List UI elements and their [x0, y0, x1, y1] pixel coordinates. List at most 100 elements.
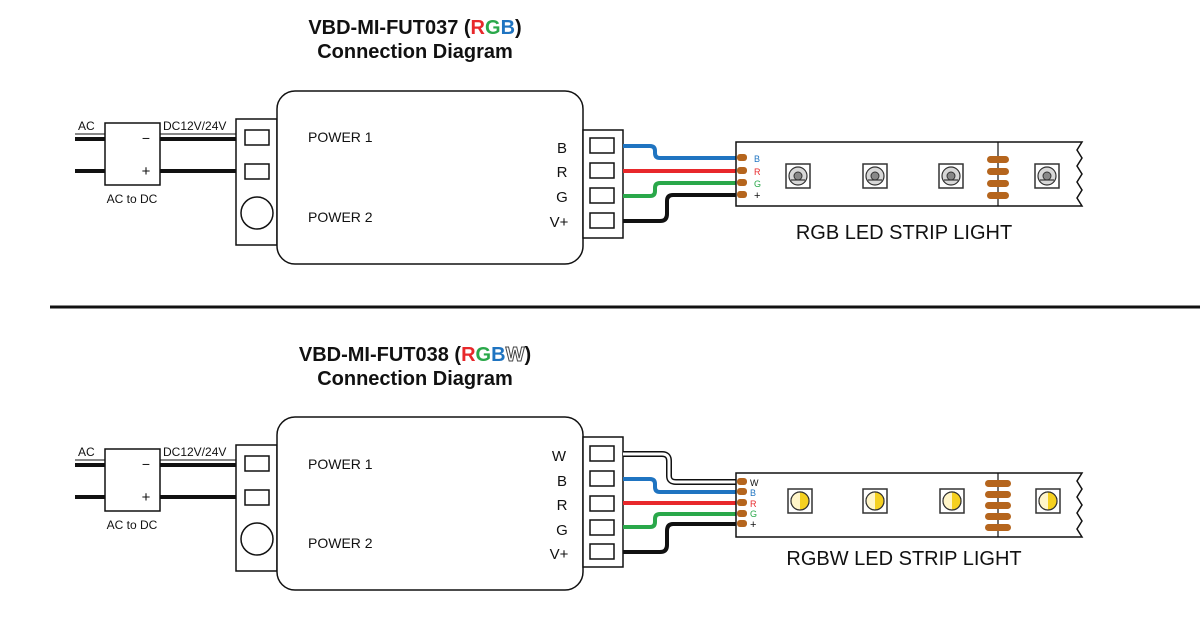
strip-pad-g: [737, 179, 747, 186]
strip-pin-r: R: [750, 499, 757, 509]
letter-w: W: [505, 344, 525, 367]
ac-label: AC: [78, 119, 95, 133]
letter-r: R: [470, 17, 485, 39]
strip-pad-w: [737, 478, 747, 485]
wire-black: [623, 522, 738, 554]
led-chip: [862, 488, 888, 514]
plus-sign: +: [142, 489, 151, 506]
diagram-1-model: VBD-MI-FUT037: [308, 17, 459, 39]
output-terminal-r: [589, 162, 615, 179]
strip-pad-b: [737, 488, 747, 495]
power-terminal-2: [244, 489, 270, 506]
strip-pin-b: B: [750, 488, 756, 498]
controller-body: [276, 416, 584, 591]
strip-pin-g: G: [750, 509, 757, 519]
wire-green: [623, 181, 738, 198]
power2-label: POWER 2: [308, 209, 373, 225]
diagram-2-model: VBD-MI-FUT038: [298, 344, 449, 366]
output-terminal-w: [589, 445, 615, 462]
power2-label: POWER 2: [308, 535, 373, 551]
controller-body: [276, 90, 584, 265]
strip-pad-g: [737, 510, 747, 517]
terminal-label-w: W: [552, 448, 567, 465]
letter-g: G: [485, 17, 501, 39]
output-terminal-b: [589, 470, 615, 487]
cut-pad: [985, 502, 1011, 509]
diagram-2-subtitle: Connection Diagram: [317, 368, 513, 390]
strip-pad-plus: [737, 520, 747, 527]
letter-b: B: [500, 17, 516, 39]
terminal-label-b: B: [557, 473, 567, 490]
cut-pad: [987, 156, 1009, 163]
paren-close: ): [515, 17, 522, 39]
output-terminal-vplus: [589, 212, 615, 229]
diagram-1: AC − + AC to DC DC12V/24V POWER 1 POWER …: [75, 90, 1084, 265]
terminal-label-b: B: [557, 140, 567, 157]
terminal-label-g: G: [556, 189, 568, 206]
cut-pad: [985, 513, 1011, 520]
wire-white: [623, 451, 738, 485]
power-jack: [240, 196, 274, 230]
rgbw-strip-label: RGBW LED STRIP LIGHT: [786, 548, 1021, 570]
diagram-1-title: VBD-MI-FUT037 (RGB) Connection Diagram: [200, 16, 630, 64]
letter-r: R: [461, 344, 476, 366]
diagram-2: AC − + AC to DC DC12V/24V POWER 1 POWER …: [75, 416, 1084, 591]
terminal-label-g: G: [556, 522, 568, 539]
diagram-2-title-line1: VBD-MI-FUT038 (RGBW): [200, 343, 630, 367]
rgbw-led-strip: [735, 472, 1084, 538]
power-jack: [240, 522, 274, 556]
terminal-label-r: R: [557, 164, 568, 181]
strip-pad-b: [737, 154, 747, 161]
dc-label: DC12V/24V: [163, 445, 226, 459]
paren-open: (: [448, 344, 462, 366]
wire-blue: [623, 144, 738, 160]
cut-pad: [987, 180, 1009, 187]
led-chip: [938, 163, 964, 189]
cut-pad: [985, 480, 1011, 487]
terminal-label-vplus: V+: [550, 214, 569, 231]
paren-open: (: [458, 17, 471, 39]
strip-pin-r: R: [754, 167, 761, 177]
output-terminal-g: [589, 519, 615, 536]
paren-close: ): [524, 344, 532, 366]
strip-pad-r: [737, 499, 747, 506]
letter-b: B: [491, 344, 506, 366]
plus-sign: +: [142, 163, 151, 180]
strip-pad-r: [737, 167, 747, 174]
strip-pin-plus: +: [750, 519, 756, 531]
minus-sign: −: [142, 456, 150, 472]
power-terminal-2: [244, 163, 270, 180]
rgb-strip-label: RGB LED STRIP LIGHT: [796, 222, 1012, 244]
cut-pad: [987, 168, 1009, 175]
converter-label: AC to DC: [107, 518, 158, 532]
power1-label: POWER 1: [308, 456, 373, 472]
terminal-label-vplus: V+: [550, 546, 569, 563]
minus-sign: −: [142, 130, 150, 146]
cut-pad: [985, 491, 1011, 498]
terminal-label-r: R: [557, 497, 568, 514]
output-terminal-b: [589, 137, 615, 154]
output-terminal-vplus: [589, 543, 615, 560]
cut-pad: [985, 524, 1011, 531]
ac-dc-converter: [104, 122, 161, 186]
diagram-2-title: VBD-MI-FUT038 (RGBW) Connection Diagram: [200, 343, 630, 391]
strip-pin-g: G: [754, 179, 761, 189]
wire-black: [623, 193, 738, 223]
output-terminal-r: [589, 495, 615, 512]
strip-pin-b: B: [754, 154, 760, 164]
strip-pin-plus: +: [754, 190, 760, 202]
led-chip: [862, 163, 888, 189]
led-chip: [939, 488, 965, 514]
led-chip: [785, 163, 811, 189]
power1-label: POWER 1: [308, 129, 373, 145]
wire-blue: [623, 477, 738, 494]
converter-label: AC to DC: [107, 192, 158, 206]
diagram-1-title-line1: VBD-MI-FUT037 (RGB): [200, 16, 630, 40]
diagram-1-subtitle: Connection Diagram: [317, 41, 513, 63]
led-chip: [787, 488, 813, 514]
letter-g: G: [475, 344, 492, 366]
led-chip: [1034, 163, 1060, 189]
output-terminal-g: [589, 187, 615, 204]
